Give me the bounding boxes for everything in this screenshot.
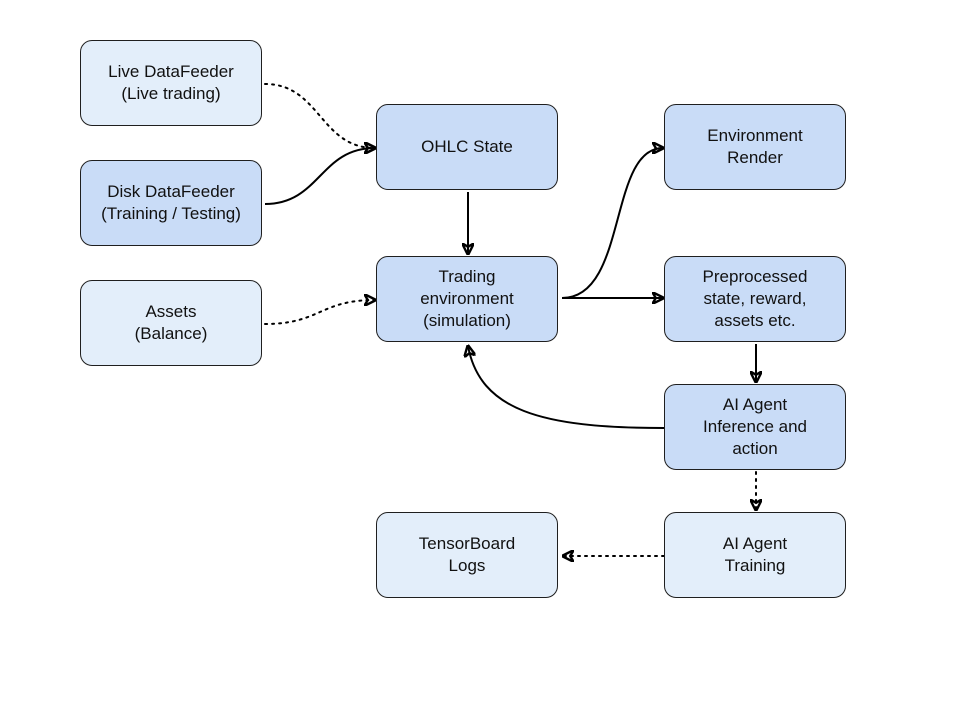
node-label-line: OHLC State: [421, 137, 513, 156]
disk-datafeeder-node: Disk DataFeeder (Training / Testing): [80, 160, 262, 246]
ai-agent-inference-node: AI Agent Inference and action: [664, 384, 846, 470]
ohlc-state-node: OHLC State: [376, 104, 558, 190]
node-label-line: Logs: [448, 556, 486, 575]
edge-trading-environment-to-environment-render: [561, 148, 663, 299]
node-label-line: (Training / Testing): [101, 204, 241, 223]
node-label-line: environment: [420, 289, 514, 308]
environment-render-node: Environment Render: [664, 104, 846, 190]
tensorboard-logs-node: TensorBoard Logs: [376, 512, 558, 598]
preprocessed-state-node: Preprocessed state, reward, assets etc.: [664, 256, 846, 342]
node-label-line: assets etc.: [714, 311, 796, 330]
trading-environment-node: Trading environment (simulation): [376, 256, 558, 342]
node-label-line: Trading: [438, 267, 496, 286]
edge-disk-datafeeder-to-ohlc-state: [264, 148, 375, 205]
node-label-line: action: [732, 439, 778, 458]
node-label-line: (simulation): [423, 311, 511, 330]
ai-agent-training-node: AI Agent Training: [664, 512, 846, 598]
node-label-line: Assets: [145, 302, 197, 321]
node-label-line: Training: [724, 556, 786, 575]
node-label-line: Environment: [707, 126, 803, 145]
node-label-line: Disk DataFeeder: [107, 182, 235, 201]
node-label-line: state, reward,: [703, 289, 807, 308]
node-label-line: Preprocessed: [702, 267, 808, 286]
node-label-line: TensorBoard: [418, 534, 516, 553]
node-label-line: Inference and: [703, 417, 807, 436]
node-label-line: AI Agent: [722, 534, 788, 553]
live-datafeeder-node: Live DataFeeder (Live trading): [80, 40, 262, 126]
edge-ai-agent-inference-to-trading-environment: [468, 346, 665, 429]
edge-assets-to-trading-environment: [264, 300, 375, 325]
node-label-line: (Live trading): [121, 84, 221, 103]
node-label-line: (Balance): [134, 324, 208, 343]
node-label-line: Live DataFeeder: [108, 62, 234, 81]
edge-live-datafeeder-to-ohlc-state: [264, 83, 375, 148]
node-label-line: AI Agent: [722, 395, 788, 414]
node-label-line: Render: [727, 148, 783, 167]
assets-node: Assets (Balance): [80, 280, 262, 366]
